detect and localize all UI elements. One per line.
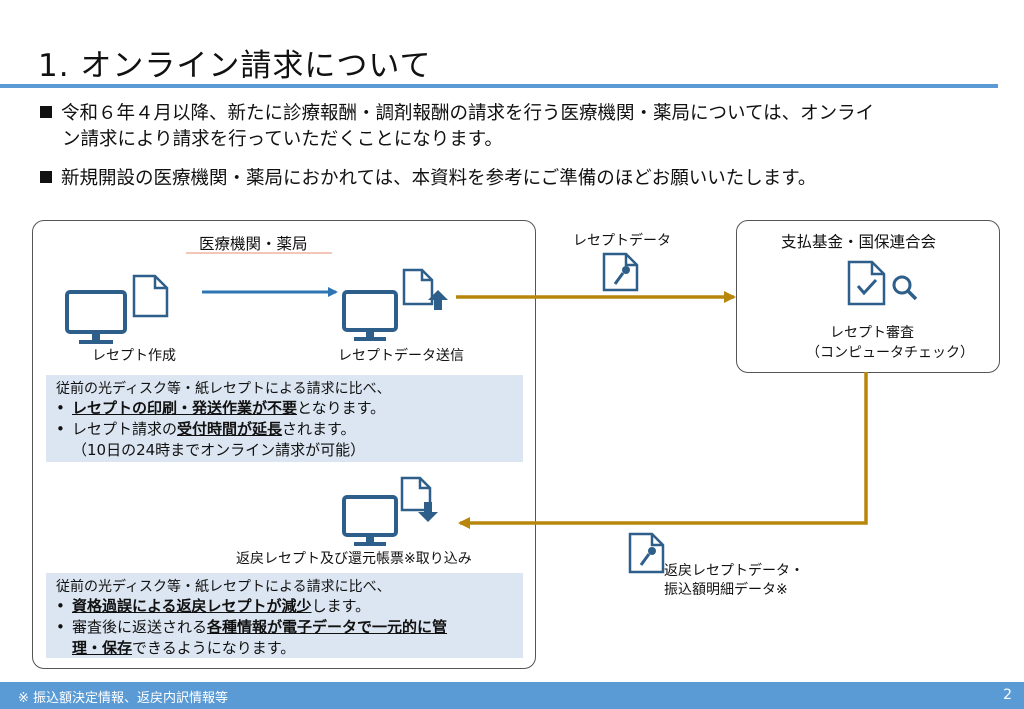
receive-label: 返戻レセプト及び還元帳票※取り込み — [236, 551, 472, 567]
create-label: レセプト作成 — [92, 348, 176, 364]
benefit-2-item-2-rest: できるようになります。 — [132, 639, 296, 657]
document-download-icon — [400, 476, 438, 522]
footer-note: ※ 振込額決定情報、返戻内訳情報等 — [18, 691, 229, 706]
institution-label-underline — [186, 252, 332, 254]
monitor-icon — [342, 290, 398, 341]
benefit-1-item-1: •レセプトの印刷・発送作業が不要となります。 — [56, 399, 386, 417]
bullet-2: 新規開設の医療機関・薬局におかれては、本資料を参考にご準備のほどお願いいたします… — [40, 166, 816, 192]
return-arrow — [458, 372, 868, 529]
bullet-1-line1: 令和６年４月以降、新たに診療報酬・調剤報酬の請求を行う医療機関・薬局については、… — [61, 103, 875, 124]
benefit-2-item-2-strong: 各種情報が電子データで一元的に管 — [207, 618, 448, 636]
benefit-box-2: 従前の光ディスク等・紙レセプトによる請求に比べ、 •資格過誤による返戻レセプトが… — [46, 573, 523, 658]
bullet-2-text: 新規開設の医療機関・薬局におかれては、本資料を参考にご準備のほどお願いいたします… — [61, 168, 817, 189]
monitor-icon — [65, 290, 127, 344]
return-label-1: 返戻レセプトデータ・ — [664, 563, 804, 579]
benefit-2-item-2-strong2: 理・保存 — [72, 639, 133, 657]
square-bullet-icon — [40, 171, 52, 183]
footer-bar: ※ 振込額決定情報、返戻内訳情報等 2 — [0, 682, 1024, 709]
benefit-1-item-2-pre: レセプト請求の — [72, 420, 178, 438]
document-key-icon — [602, 252, 639, 292]
document-icon — [132, 274, 169, 318]
return-label-2: 振込額明細データ※ — [664, 582, 788, 598]
benefit-1-item-2-strong: 受付時間が延長 — [177, 420, 283, 438]
benefit-box-1: 従前の光ディスク等・紙レセプトによる請求に比べ、 •レセプトの印刷・発送作業が不… — [46, 375, 523, 462]
institution-label: 医療機関・薬局 — [199, 235, 308, 253]
benefit-2-item-2-pre: 審査後に返送される — [72, 618, 208, 636]
benefit-2-item-2-cont: 理・保存できるようになります。 — [72, 637, 295, 658]
title-rule — [0, 84, 998, 88]
benefit-1-item-2: •レセプト請求の受付時間が延長されます。 — [56, 420, 356, 438]
monitor-icon — [342, 495, 398, 546]
square-bullet-icon — [40, 106, 52, 118]
benefit-2-item-1-strong: 資格過誤による返戻レセプトが減少 — [72, 597, 312, 615]
review-label-2: （コンピュータチェック） — [806, 345, 974, 361]
page-title: 1. オンライン請求について — [38, 48, 432, 84]
review-magnifier-icon — [847, 260, 918, 306]
send-label: レセプトデータ送信 — [338, 348, 464, 364]
review-label-1: レセプト審査 — [830, 325, 914, 341]
document-upload-icon — [402, 268, 448, 310]
benefit-2-item-2: •審査後に返送される各種情報が電子データで一元的に管 — [56, 618, 448, 636]
data-label: レセプトデータ — [573, 233, 671, 249]
bullet-1-line2: ン請求により請求を行っていただくことになります。 — [62, 129, 503, 150]
page-number: 2 — [1003, 687, 1012, 703]
institution-panel — [32, 220, 536, 669]
payer-label: 支払基金・国保連合会 — [781, 233, 937, 251]
benefit-2-item-1-rest: します。 — [311, 597, 371, 615]
payer-panel — [736, 220, 1000, 373]
benefit-1-item-1-rest: となります。 — [297, 399, 386, 417]
benefit-2-intro: 従前の光ディスク等・紙レセプトによる請求に比べ、 — [56, 579, 391, 595]
document-key-icon — [628, 532, 665, 574]
benefit-1-item-1-strong: レセプトの印刷・発送作業が不要 — [72, 399, 298, 417]
bullet-1: 令和６年４月以降、新たに診療報酬・調剤報酬の請求を行う医療機関・薬局については、… — [40, 101, 1000, 153]
benefit-1-note: （10日の24時までオンライン請求が可能） — [72, 441, 366, 459]
benefit-1-item-2-rest: されます。 — [282, 420, 356, 438]
benefit-2-item-1: •資格過誤による返戻レセプトが減少します。 — [56, 597, 371, 615]
benefit-1-intro: 従前の光ディスク等・紙レセプトによる請求に比べ、 — [56, 381, 391, 397]
